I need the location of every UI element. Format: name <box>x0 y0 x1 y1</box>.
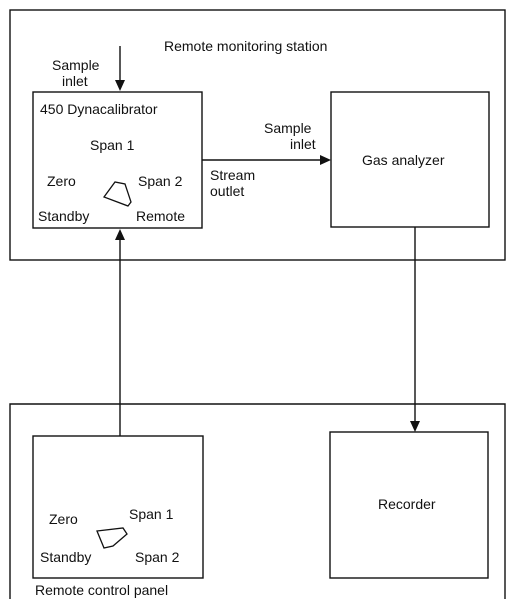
calibrator-span2-label: Span 2 <box>138 173 183 189</box>
remote-to-calibrator-arrowhead <box>115 229 125 240</box>
station-sample-inlet-label-line2: inlet <box>62 73 88 89</box>
calibrator-span1-label: Span 1 <box>90 137 135 153</box>
calibrator-standby-label: Standby <box>38 208 89 224</box>
stream-outlet-label-line2: outlet <box>210 183 244 199</box>
panel-zero-label: Zero <box>49 511 78 527</box>
panel-span1-label: Span 1 <box>129 506 174 522</box>
gas-analyzer-box <box>330 91 490 228</box>
recorder-title: Recorder <box>378 496 436 512</box>
gas-analyzer-title: Gas analyzer <box>362 152 445 168</box>
analyzer-sample-inlet-label-line2: inlet <box>290 136 316 152</box>
calibrator-zero-label: Zero <box>47 173 76 189</box>
panel-standby-label: Standby <box>40 549 91 565</box>
analyzer-to-recorder-arrowhead <box>410 421 420 432</box>
remote-control-panel-caption: Remote control panel <box>35 582 168 598</box>
stream-outlet-label-line1: Stream <box>210 167 255 183</box>
lower-station-box <box>9 403 506 599</box>
analyzer-sample-inlet-label-line1: Sample <box>264 120 312 136</box>
dynacalibrator-title: 450 Dynacalibrator <box>40 101 158 117</box>
remote-monitoring-station-box <box>9 9 506 261</box>
remote-control-panel-box <box>32 435 204 579</box>
stream-outlet-arrowhead <box>320 155 331 165</box>
calibrator-selector-knob[interactable] <box>102 181 132 207</box>
station-title: Remote monitoring station <box>164 38 327 54</box>
panel-selector-knob[interactable] <box>96 527 128 549</box>
station-sample-inlet-label-line1: Sample <box>52 57 100 73</box>
calibrator-remote-label: Remote <box>136 208 185 224</box>
recorder-box <box>329 431 489 579</box>
panel-span2-label: Span 2 <box>135 549 180 565</box>
sample-inlet-arrowhead <box>115 80 125 91</box>
